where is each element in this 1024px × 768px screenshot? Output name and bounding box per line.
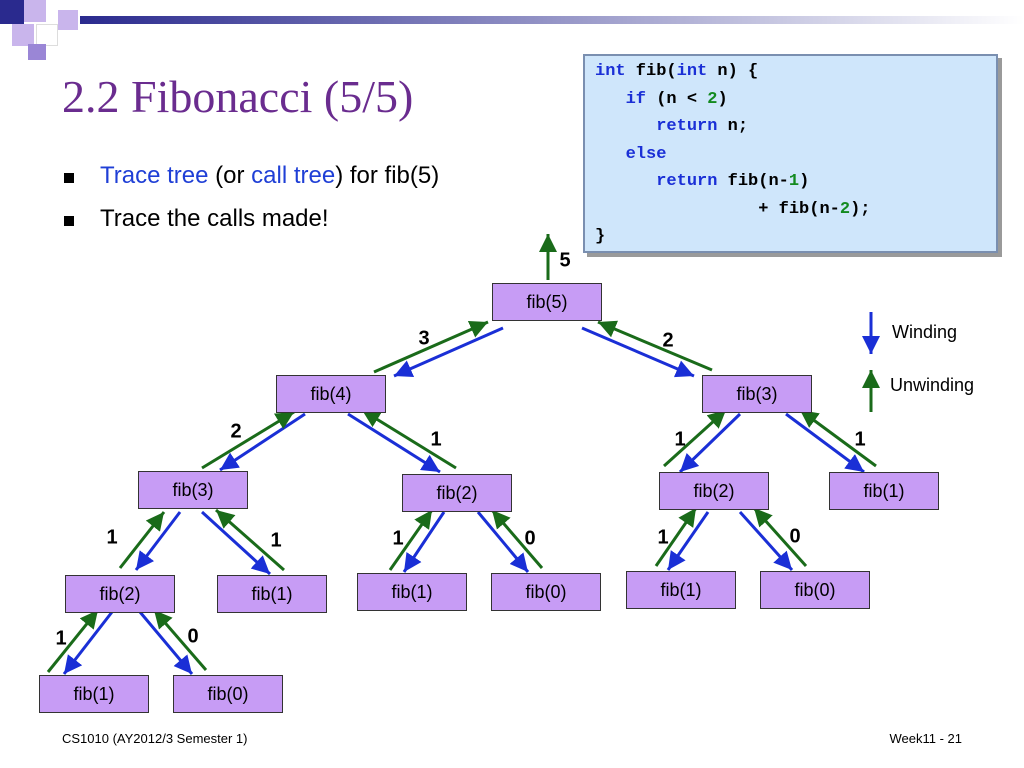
legend-unwinding-label: Unwinding xyxy=(890,375,975,395)
return-label: 1 xyxy=(106,526,118,549)
winding-arrow xyxy=(402,511,446,573)
winding-arrow xyxy=(347,412,441,474)
return-label: 1 xyxy=(854,428,866,451)
node-fib-0: fib(0) xyxy=(173,675,283,713)
winding-arrow xyxy=(678,412,742,474)
node-fib-2-right: fib(2) xyxy=(659,472,769,510)
unwinding-arrow xyxy=(490,509,544,569)
unwinding-arrow xyxy=(597,320,713,372)
node-fib-1: fib(1) xyxy=(626,571,736,609)
node-fib-0: fib(0) xyxy=(760,571,870,609)
node-fib-0: fib(0) xyxy=(491,573,601,611)
bullet-trace-tree: Trace tree (or call tree) for fib(5) xyxy=(62,162,439,190)
unwinding-arrow xyxy=(752,506,808,568)
return-label: 1 xyxy=(55,627,67,650)
code-line: else xyxy=(625,144,667,164)
unwinding-arrow xyxy=(152,609,208,671)
node-fib-4: fib(4) xyxy=(276,375,386,413)
return-label: 0 xyxy=(524,527,536,550)
code-line: int fib(int n) { xyxy=(595,62,759,81)
code-line: return fib(n-1) xyxy=(656,172,810,191)
return-label: 2 xyxy=(662,329,674,352)
code-line: return n; xyxy=(656,117,749,136)
return-label: 1 xyxy=(657,526,669,549)
return-label: 0 xyxy=(187,625,199,648)
bullet-text: Trace the calls made! xyxy=(100,205,329,232)
node-fib-2-middle: fib(2) xyxy=(402,474,512,512)
bullet-text: (or xyxy=(208,162,252,189)
winding-arrow xyxy=(476,511,530,573)
code-line: if (n < 2) xyxy=(625,89,728,109)
winding-arrow xyxy=(134,511,182,571)
return-label: 3 xyxy=(418,327,430,350)
corner-decoration xyxy=(0,0,80,60)
code-box: int fib(int n) { if (n < 2) return n; el… xyxy=(583,54,998,253)
unwinding-arrow xyxy=(662,408,728,468)
trace-tree-term: Trace tree xyxy=(100,162,209,189)
winding-arrow xyxy=(581,326,695,378)
header-gradient-bar xyxy=(80,16,1024,24)
footer-course: CS1010 (AY2012/3 Semester 1) xyxy=(62,731,248,746)
return-label: 1 xyxy=(270,529,282,552)
bullet-marker xyxy=(64,216,74,226)
unwinding-arrow xyxy=(654,507,698,567)
code-line: } xyxy=(595,227,606,246)
node-fib-1: fib(1) xyxy=(357,573,467,611)
code-line: + fib(n-2); xyxy=(758,199,871,219)
call-tree-term: call tree xyxy=(251,162,336,189)
unwinding-arrow xyxy=(361,408,457,470)
footer-page-number: Week11 - 21 xyxy=(889,731,962,746)
unwinding-arrow xyxy=(118,511,166,569)
bullet-marker xyxy=(64,173,74,183)
winding-arrow xyxy=(62,611,114,675)
winding-arrow xyxy=(785,412,865,474)
winding-arrow xyxy=(666,511,710,571)
return-label: 1 xyxy=(392,527,404,550)
return-label: 2 xyxy=(230,420,242,443)
page-title: 2.2 Fibonacci (5/5) xyxy=(62,71,414,122)
bullet-list: Trace tree (or call tree) for fib(5) Tra… xyxy=(62,162,439,248)
node-fib-5: fib(5) xyxy=(492,283,602,321)
unwinding-arrow xyxy=(373,320,489,374)
return-label: 5 xyxy=(559,249,571,272)
return-label: 1 xyxy=(674,428,686,451)
unwinding-arrow xyxy=(215,508,285,572)
unwinding-arrow xyxy=(46,609,100,673)
winding-arrow xyxy=(200,510,272,576)
winding-arrow xyxy=(738,510,794,572)
winding-arrow xyxy=(138,611,194,675)
node-fib-1: fib(1) xyxy=(217,575,327,613)
return-label: 0 xyxy=(789,525,801,548)
node-fib-3-right: fib(3) xyxy=(702,375,812,413)
node-fib-2-left: fib(2) xyxy=(65,575,175,613)
unwinding-arrow xyxy=(201,410,295,470)
legend-winding-label: Winding xyxy=(892,322,958,342)
node-fib-3-left: fib(3) xyxy=(138,471,248,509)
unwinding-arrow xyxy=(388,509,434,571)
return-label: 1 xyxy=(430,428,442,451)
bullet-trace-calls: Trace the calls made! xyxy=(62,205,439,233)
winding-arrow xyxy=(393,326,504,378)
unwinding-arrow xyxy=(799,408,877,468)
node-fib-1: fib(1) xyxy=(39,675,149,713)
node-fib-1-right: fib(1) xyxy=(829,472,939,510)
bullet-text: ) for fib(5) xyxy=(335,162,440,189)
